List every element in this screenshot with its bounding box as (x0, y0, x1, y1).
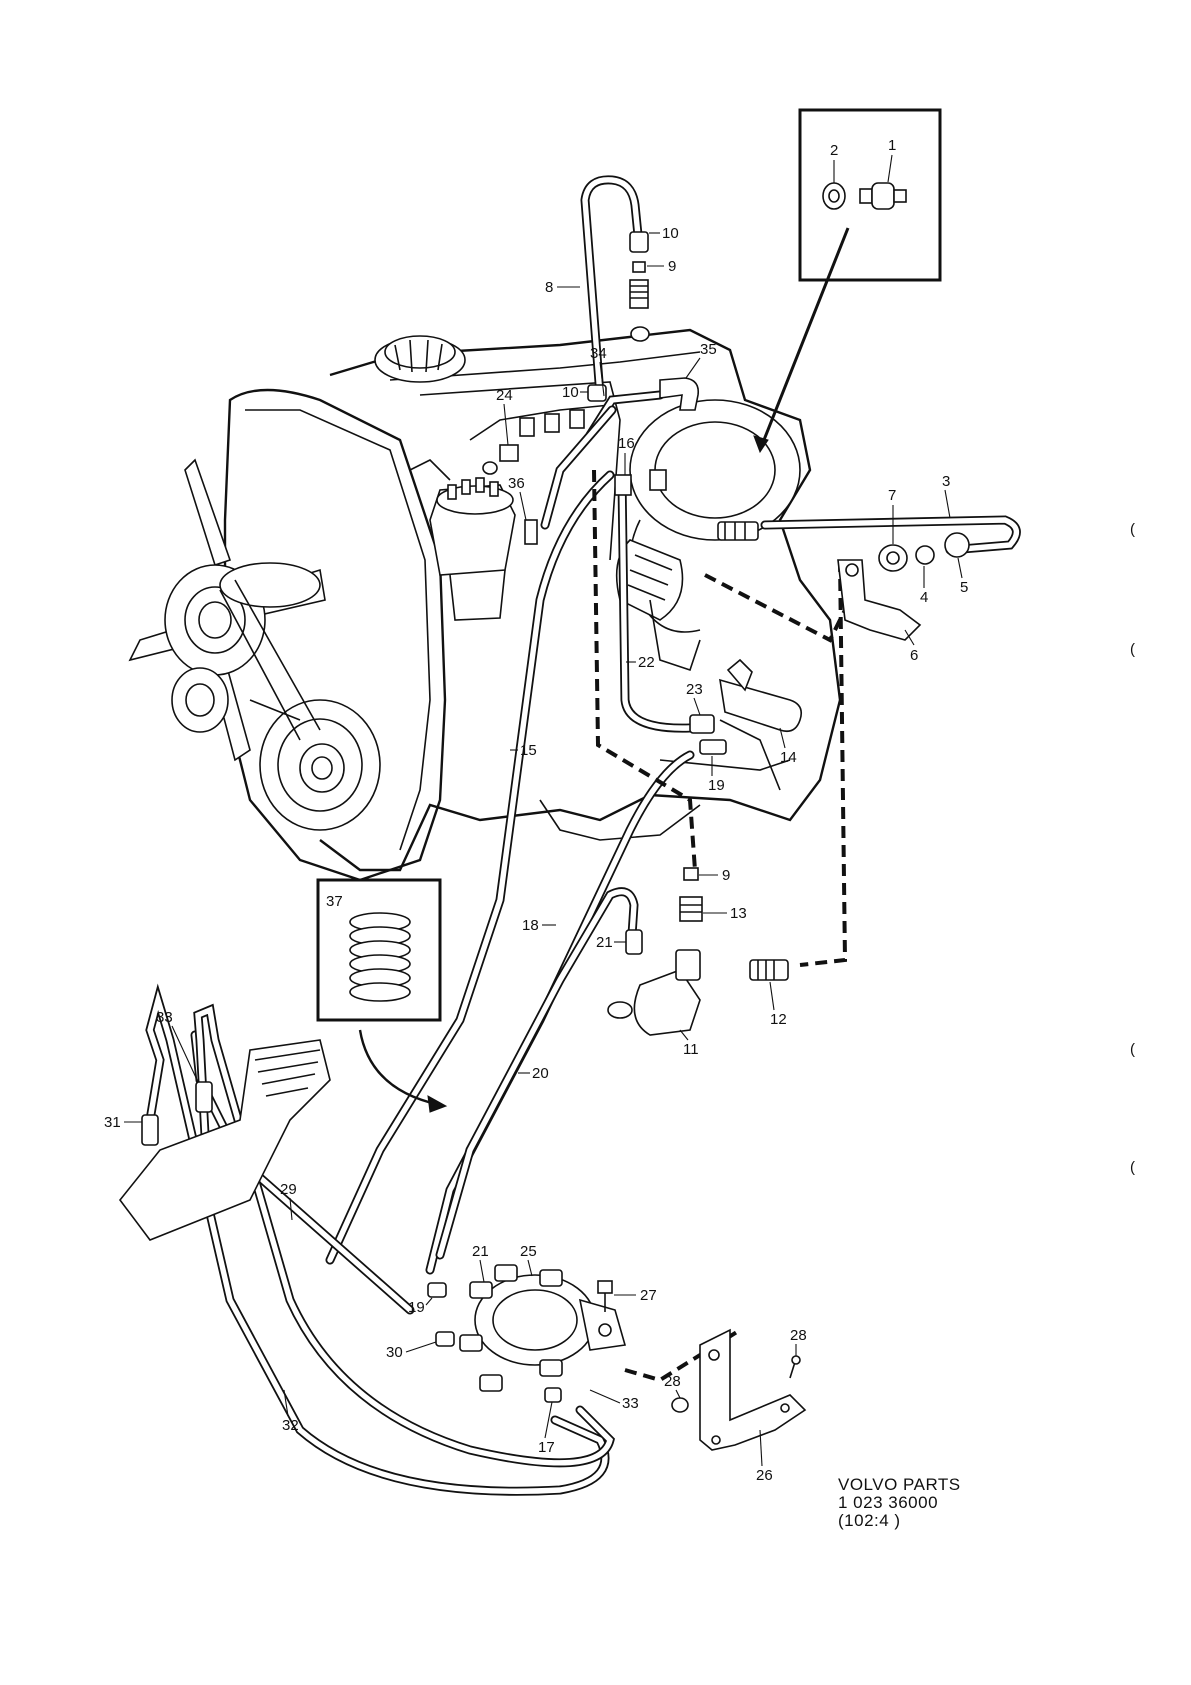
callout-1: 1 (888, 137, 896, 154)
distributor (409, 459, 516, 621)
callout-15: 15 (520, 742, 537, 759)
callout-6: 6 (910, 647, 918, 664)
callout-29: 29 (280, 1181, 297, 1198)
callout-17: 17 (538, 1439, 555, 1456)
margin-marks: ( ( ( ( (1130, 521, 1135, 1176)
margin-mark: ( (1130, 1159, 1135, 1176)
callout-10a: 10 (662, 225, 679, 242)
callout-37: 37 (326, 893, 343, 910)
inset-box-1-2 (753, 108, 942, 454)
footer-reference: VOLVO PARTS 1 023 36000 (102:4 ) (838, 1475, 961, 1530)
callout-36: 36 (508, 475, 525, 492)
callout-13: 13 (730, 905, 747, 922)
callout-18: 18 (522, 917, 539, 934)
callout-8: 8 (545, 279, 553, 296)
callout-12: 12 (770, 1011, 787, 1028)
callout-34: 34 (590, 345, 607, 362)
callout-28a: 28 (664, 1373, 681, 1390)
inset-box-37 (316, 878, 448, 1113)
callout-23: 23 (686, 681, 703, 698)
callout-21a: 21 (596, 934, 613, 951)
callout-26: 26 (756, 1467, 773, 1484)
callout-25: 25 (520, 1243, 537, 1260)
footer-part-number: 1 023 36000 (838, 1493, 938, 1512)
callouts: 1 2 3 4 5 6 7 8 9 9 10 10 11 12 13 14 15… (104, 137, 968, 1484)
fittings (118, 231, 970, 1451)
callout-16: 16 (618, 435, 635, 452)
margin-mark: ( (1130, 641, 1135, 658)
margin-mark: ( (1130, 521, 1135, 538)
control-valve-25 (459, 1264, 627, 1392)
callout-19b: 19 (408, 1299, 425, 1316)
callout-20: 20 (532, 1065, 549, 1082)
callout-4: 4 (920, 589, 928, 606)
callout-11: 11 (683, 1041, 699, 1058)
spring-coil (349, 912, 411, 1002)
vacuum-hoses (145, 175, 1021, 1496)
callout-19a: 19 (708, 777, 725, 794)
engine-block (128, 328, 842, 882)
callout-33b: 33 (622, 1395, 639, 1412)
callout-9b: 9 (722, 867, 730, 884)
callout-28b: 28 (790, 1327, 807, 1344)
callout-7: 7 (888, 487, 896, 504)
callout-22: 22 (638, 654, 655, 671)
fan (128, 458, 326, 762)
callout-21b: 21 (472, 1243, 489, 1260)
callout-35: 35 (700, 341, 717, 358)
callout-9a: 9 (668, 258, 676, 275)
crank-pulley (259, 699, 381, 831)
callout-3: 3 (942, 473, 950, 490)
callout-10b: 10 (562, 384, 579, 401)
callout-30: 30 (386, 1344, 403, 1361)
footer-brand: VOLVO PARTS (838, 1475, 961, 1494)
callout-33a: 33 (156, 1009, 173, 1026)
margin-mark: ( (1130, 1041, 1135, 1058)
callout-32: 32 (282, 1417, 299, 1434)
turbo-housing (615, 399, 801, 672)
callout-31: 31 (104, 1114, 121, 1131)
callout-14: 14 (780, 749, 797, 766)
callout-24: 24 (496, 387, 513, 404)
callout-27: 27 (640, 1287, 657, 1304)
callout-5: 5 (960, 579, 968, 596)
footer-page-ref: (102:4 ) (838, 1511, 901, 1530)
callout-2: 2 (830, 142, 838, 159)
